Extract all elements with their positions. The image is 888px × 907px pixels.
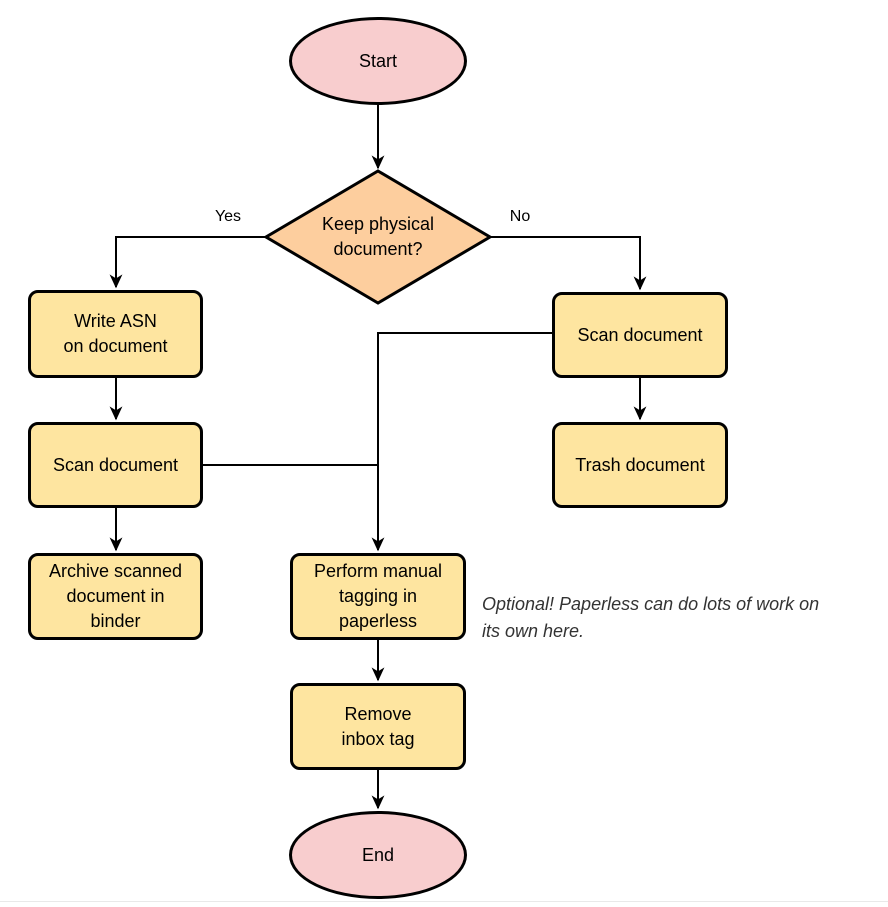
trash-document-label: Trash document	[575, 454, 705, 475]
scan-document-left-label: Scan document	[52, 454, 179, 475]
optional-note: Optional! Paperless can do lots of work …	[482, 594, 820, 641]
archive-node: Archive scanned document in binder	[28, 553, 203, 640]
write-asn-node: Write ASN on document	[28, 290, 203, 378]
edge-label-no: No	[509, 208, 531, 225]
edge-decision-yes-to-write-asn	[109, 236, 266, 289]
decision-diamond-shape	[263, 169, 493, 305]
scan-document-right-node: Scan document	[552, 292, 728, 378]
write-asn-node-label: Write ASN on document	[63, 311, 168, 356]
manual-tagging-node: Perform manual tagging in paperless	[290, 553, 466, 640]
manual-tagging-label: Perform manual tagging in paperless	[313, 561, 443, 631]
end-node-label: End	[361, 844, 395, 865]
edge-scan-right-to-tagging	[371, 332, 552, 552]
trash-document-node: Trash document	[552, 422, 728, 508]
edge-label-yes: Yes	[214, 208, 242, 225]
remove-inbox-tag-node: Remove inbox tag	[290, 683, 466, 770]
remove-inbox-tag-label: Remove inbox tag	[341, 703, 415, 749]
scan-document-left-node: Scan document	[28, 422, 203, 508]
decision-node-label: Keep physical document?	[321, 214, 435, 259]
bottom-divider	[0, 901, 888, 902]
archive-node-label: Archive scanned document in binder	[48, 561, 183, 631]
start-node: Start	[289, 17, 467, 105]
start-node-label: Start	[358, 50, 397, 71]
edge-decision-no-to-scan-right	[490, 236, 647, 291]
end-node: End	[289, 811, 467, 899]
scan-document-right-label: Scan document	[577, 324, 703, 345]
